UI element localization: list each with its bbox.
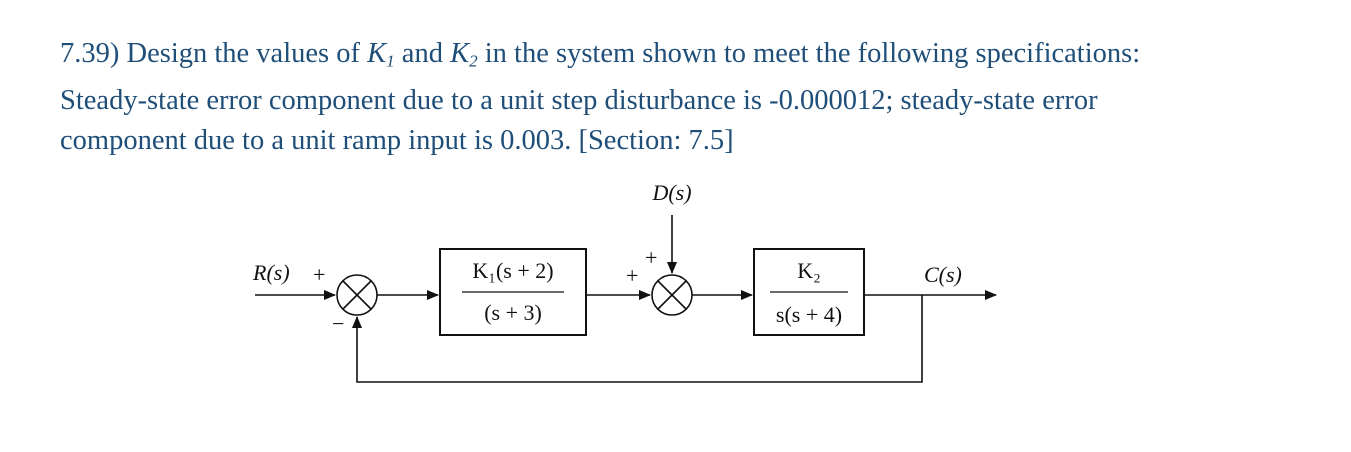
sum1-plus-sign: +	[313, 262, 325, 287]
disturbance-label: D(s)	[651, 180, 691, 205]
problem-statement: 7.39) Design the values of K1 and K2 in …	[60, 34, 1320, 161]
sum2-plus-top: +	[645, 245, 657, 270]
problem-line-1: 7.39) Design the values of K1 and K2 in …	[60, 38, 1141, 71]
input-label: R(s)	[252, 260, 290, 285]
plant-numerator: K₂	[797, 258, 821, 283]
output-label: C(s)	[924, 262, 962, 287]
controller-block	[439, 248, 587, 336]
plant-denominator: s(s + 4)	[776, 302, 842, 327]
controller-numerator: K₁(s + 2)	[472, 258, 553, 283]
problem-line-2: Steady-state error component due to a un…	[60, 85, 1098, 117]
feedback-path	[352, 295, 923, 383]
k1-symbol: K1	[367, 38, 395, 71]
sum2-plus-left: +	[626, 263, 638, 288]
controller-denominator: (s + 3)	[484, 300, 542, 325]
problem-number: 7.39)	[60, 38, 120, 69]
k2-symbol: K2	[450, 38, 478, 71]
problem-line-3: component due to a unit ramp input is 0.…	[60, 125, 734, 157]
summing-junction-2	[651, 274, 693, 316]
plant-block	[753, 248, 865, 336]
sum1-minus-sign: −	[332, 311, 344, 336]
summing-junction-1	[336, 274, 378, 316]
